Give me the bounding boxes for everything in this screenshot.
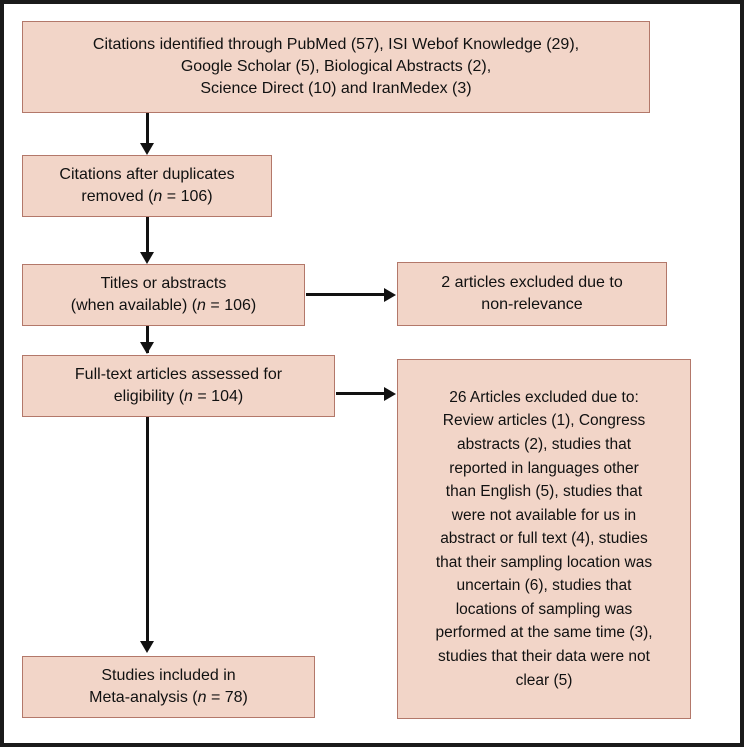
node-fulltext-n-symbol: n	[184, 388, 193, 405]
arrowhead-right-titles	[384, 288, 396, 302]
node-duplicates-n-symbol: n	[153, 188, 163, 205]
node-titles-text: Titles or abstracts (when available) (n =…	[31, 273, 296, 317]
node-fulltext-line1: Full-text articles assessed for	[74, 365, 283, 383]
node-fulltext-line2-suffix: = 104)	[192, 388, 244, 405]
connector-titles-to-fulltext	[146, 326, 149, 353]
node-studies-included: Studies included in Meta-analysis (n = 78…	[22, 656, 315, 718]
arrowhead-down-titles	[140, 342, 154, 354]
node-titles-line1: Titles or abstracts	[100, 274, 227, 292]
frame-border-bottom	[0, 743, 744, 747]
node-identification-text: Citations identified through PubMed (57)…	[92, 35, 580, 98]
node-titles-abstracts: Titles or abstracts (when available) (n =…	[22, 264, 305, 326]
node-duplicates-text: Citations after duplicates removed (n = 1…	[31, 164, 263, 208]
connector-duplicates-to-titles	[146, 217, 149, 254]
node-excluded-non-relevance: 2 articles excluded due to non-relevance	[397, 262, 667, 326]
node-fulltext-text: Full-text articles assessed for eligibili…	[31, 364, 326, 408]
node-duplicates-line1: Citations after duplicates	[59, 165, 235, 183]
node-identification: Citations identified through PubMed (57)…	[22, 21, 650, 113]
node-included-n-symbol: n	[197, 689, 207, 706]
frame-border-right	[740, 0, 744, 747]
node-titles-n-symbol: n	[197, 297, 206, 314]
node-excluded-non-relevance-text: 2 articles excluded due to non-relevance	[441, 273, 623, 313]
node-fulltext-line2-prefix: eligibility (	[113, 388, 185, 405]
connector-fulltext-to-excluded	[336, 392, 386, 395]
node-titles-line2-suffix: = 106)	[205, 297, 257, 314]
arrowhead-down-duplicates	[140, 252, 154, 264]
frame-border-top	[0, 0, 744, 4]
node-included-line2-prefix: Meta-analysis (	[89, 689, 198, 706]
node-excluded-with-reasons: 26 Articles excluded due to: Review arti…	[397, 359, 691, 719]
arrowhead-right-fulltext	[384, 387, 396, 401]
node-titles-line2-prefix: (when available) (	[70, 297, 198, 314]
node-fulltext-assessed: Full-text articles assessed for eligibili…	[22, 355, 335, 417]
node-duplicates-line2-prefix: removed (	[81, 188, 154, 205]
arrowhead-down-identification	[140, 143, 154, 155]
connector-identification-to-duplicates	[146, 113, 149, 145]
connector-fulltext-to-included	[146, 417, 149, 643]
node-duplicates-removed: Citations after duplicates removed (n = 1…	[22, 155, 272, 217]
frame-border-left	[0, 0, 4, 747]
node-included-line1: Studies included in	[101, 666, 236, 684]
arrowhead-down-fulltext	[140, 641, 154, 653]
node-included-line2-suffix: = 78)	[206, 689, 248, 706]
node-included-text: Studies included in Meta-analysis (n = 78…	[31, 665, 306, 709]
node-excluded-with-reasons-text: 26 Articles excluded due to: Review arti…	[435, 388, 653, 689]
node-duplicates-line2-suffix: = 106)	[162, 188, 213, 205]
connector-titles-to-excluded	[306, 293, 386, 296]
